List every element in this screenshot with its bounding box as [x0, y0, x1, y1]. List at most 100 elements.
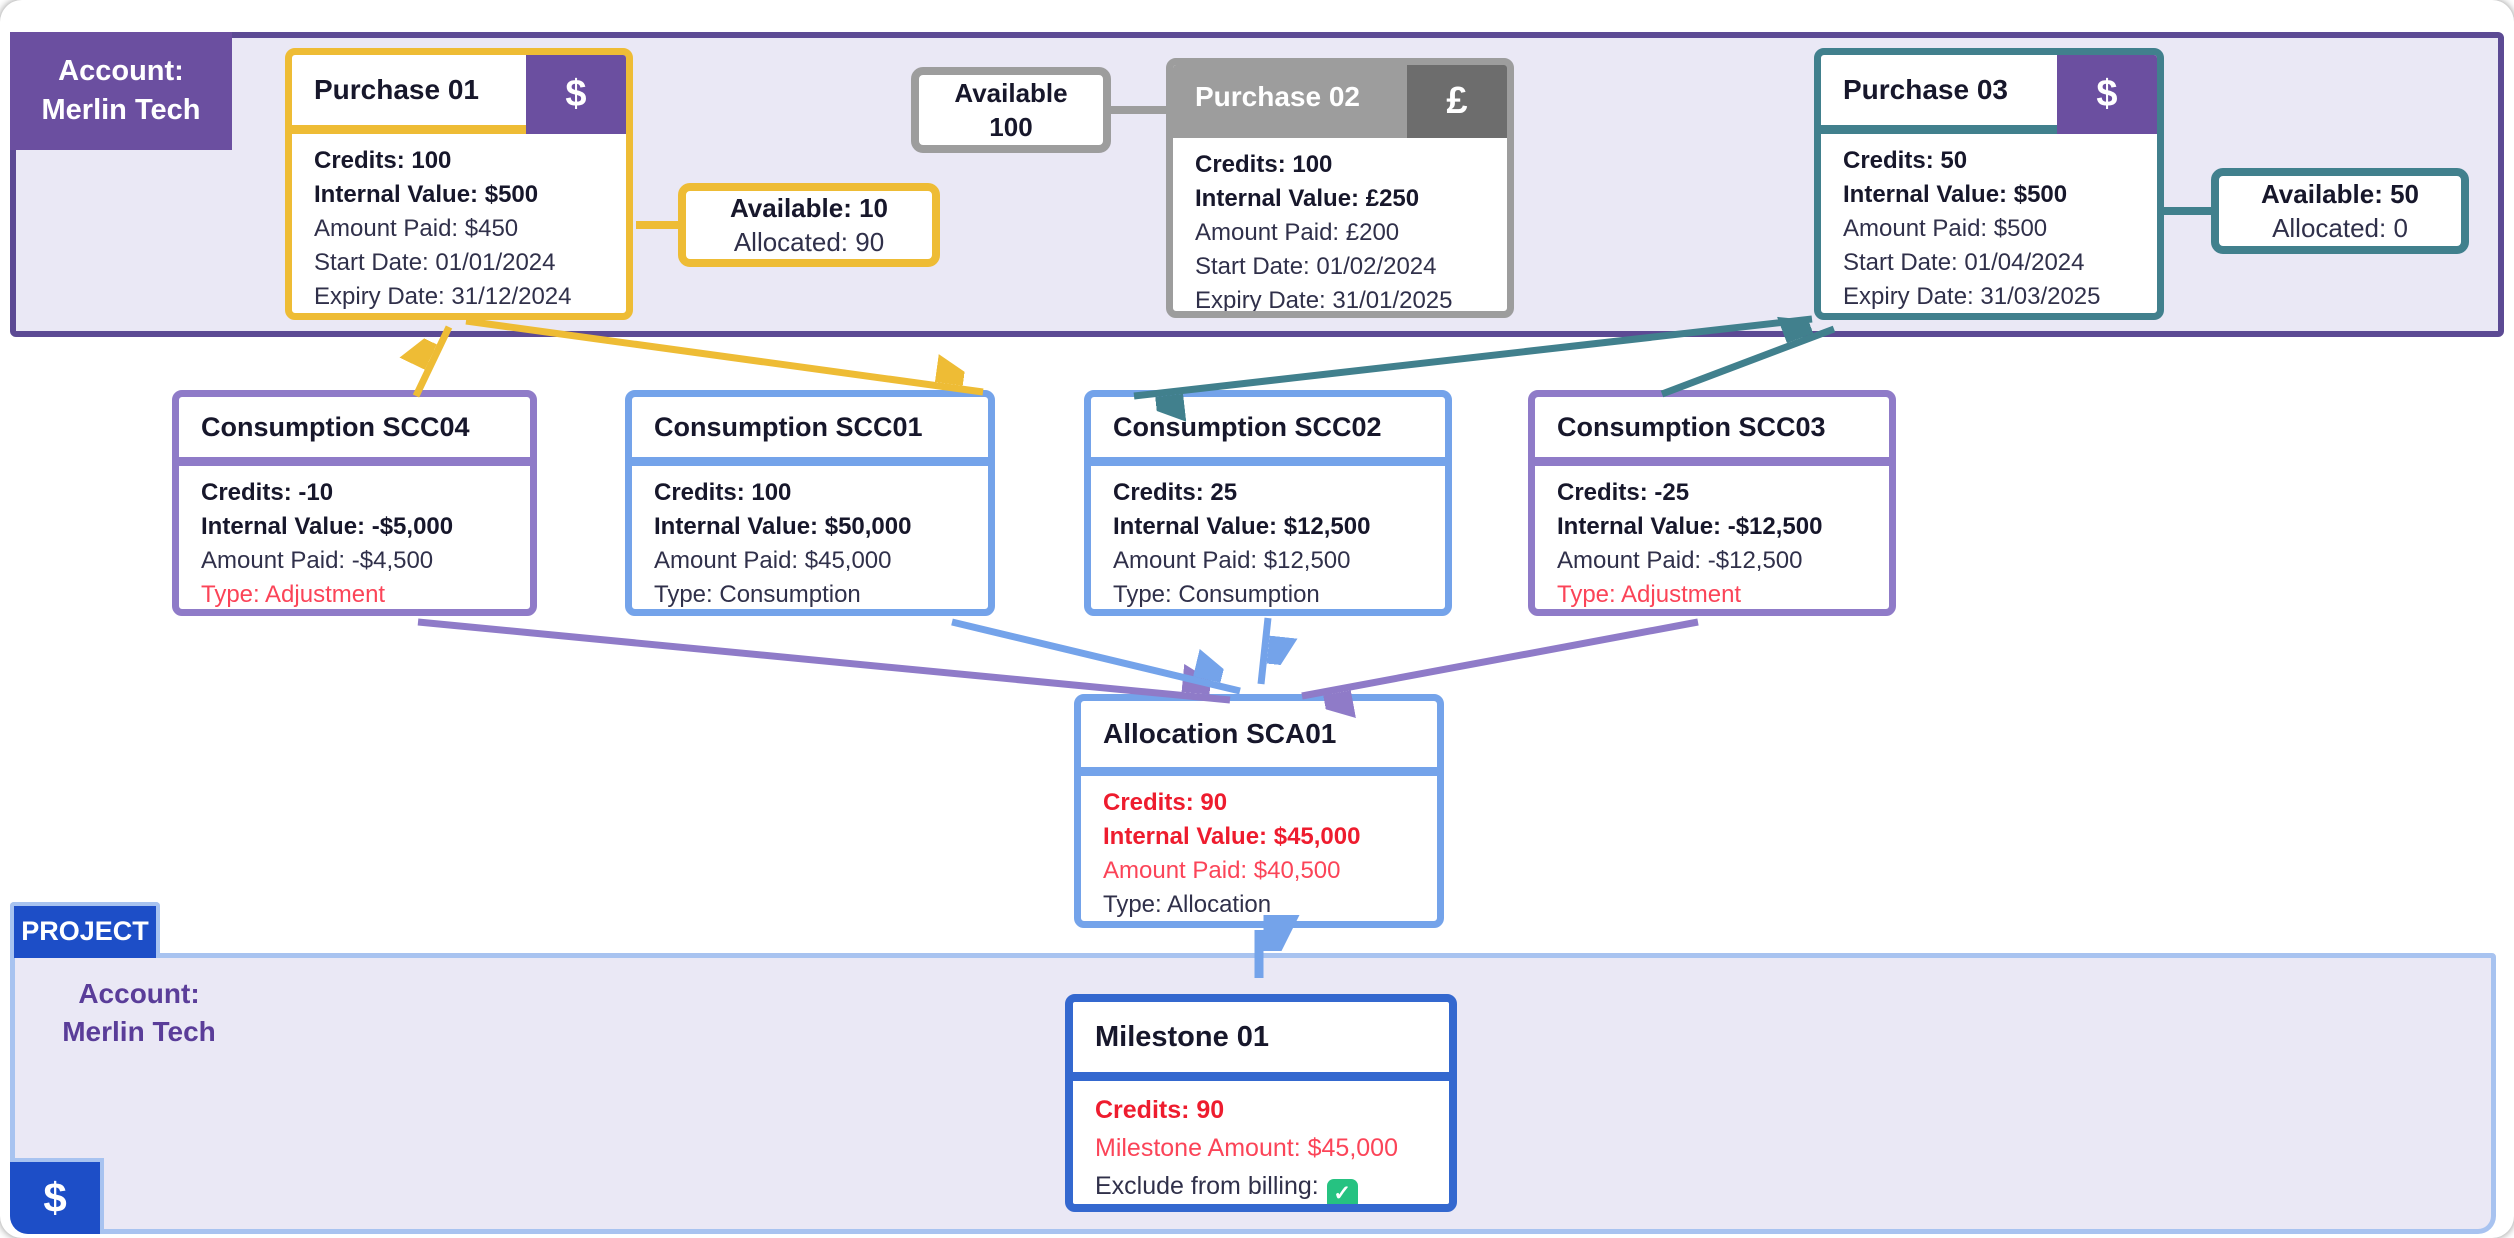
pound-icon: £ — [1407, 65, 1507, 138]
arrow-scc03-to-allocation — [1301, 618, 1699, 696]
milestone-amount-line: Milestone Amount: $45,000 — [1095, 1134, 1398, 1162]
credits-line: Credits: -25 — [1557, 479, 1690, 506]
allocation-sca01-header: Allocation SCA01 — [1081, 701, 1437, 767]
expiry-date-line: Expiry Date: 31/01/2025 — [1195, 287, 1453, 314]
consumption-scc02-details: Credits: 25 Internal Value: $12,500 Amou… — [1091, 466, 1445, 609]
expiry-date-line: Expiry Date: 31/03/2025 — [1843, 283, 2101, 310]
type-line: Type: Adjustment — [201, 581, 386, 608]
milestone-01-details: Credits: 90 Milestone Amount: $45,000 Ex… — [1073, 1081, 1449, 1204]
arrow-scc03-to-purchase03 — [1660, 329, 1836, 398]
internal-value-line: Internal Value: £250 — [1195, 185, 1420, 212]
arrow-scc01-to-allocation — [951, 618, 1241, 695]
divider — [1821, 125, 2157, 134]
consumption-scc03-title: Consumption SCC03 — [1557, 411, 1826, 442]
project-account-line1: Account: — [78, 978, 200, 1009]
purchase-01-details: Credits: 100 Internal Value: $500 Amount… — [292, 134, 626, 313]
allocation-sca01-details: Credits: 90 Internal Value: $45,000 Amou… — [1081, 776, 1437, 921]
credits-line: Credits: 100 — [1195, 151, 1333, 178]
account-label-line2: Merlin Tech — [41, 94, 201, 126]
credits-line: Credits: 90 — [1095, 1096, 1225, 1124]
internal-value-line: Internal Value: $50,000 — [654, 513, 912, 540]
purchase-02-title: Purchase 02 — [1195, 81, 1360, 112]
check-icon: ✓ — [1333, 1182, 1352, 1205]
project-tab: PROJECT — [10, 902, 160, 958]
amount-paid-line: Amount Paid: -$12,500 — [1557, 547, 1803, 574]
divider — [1173, 129, 1507, 138]
consumption-scc03-card: Consumption SCC03 Credits: -25 Internal … — [1528, 390, 1896, 616]
amount-paid-line: Amount Paid: $40,500 — [1103, 857, 1341, 884]
milestone-01-card: Milestone 01 Credits: 90 Milestone Amoun… — [1065, 994, 1457, 1212]
project-account-label: Account: Merlin Tech — [14, 975, 264, 1051]
exclude-billing-label: Exclude from billing: — [1095, 1172, 1319, 1200]
purchase-03-details: Credits: 50 Internal Value: $500 Amount … — [1821, 134, 2157, 313]
divider — [1081, 767, 1437, 776]
consumption-scc01-title: Consumption SCC01 — [654, 411, 923, 442]
arrow-scc04-to-allocation — [417, 618, 1231, 704]
consumption-scc01-card: Consumption SCC01 Credits: 100 Internal … — [625, 390, 995, 616]
credits-line: Credits: 100 — [654, 479, 792, 506]
consumption-scc03-header: Consumption SCC03 — [1535, 397, 1889, 457]
start-date-line: Start Date: 01/01/2024 — [314, 249, 556, 276]
consumption-scc02-header: Consumption SCC02 — [1091, 397, 1445, 457]
internal-value-line: Internal Value: $500 — [314, 181, 539, 208]
internal-value-line: Internal Value: -$5,000 — [201, 513, 454, 540]
purchase-02-card: Purchase 02 £ Credits: 100 Internal Valu… — [1166, 58, 1514, 318]
amount-paid-line: Amount Paid: £200 — [1195, 219, 1400, 246]
start-date-line: Start Date: 01/04/2024 — [1843, 249, 2085, 276]
amount-paid-line: Amount Paid: $450 — [314, 215, 519, 242]
divider — [1091, 457, 1445, 466]
type-line: Type: Consumption — [1113, 581, 1320, 608]
amount-paid-line: Amount Paid: $12,500 — [1113, 547, 1351, 574]
internal-value-line: Internal Value: $500 — [1843, 181, 2068, 208]
purchase-03-header: Purchase 03 $ — [1821, 55, 2157, 134]
credits-line: Credits: 50 — [1843, 147, 1968, 174]
arrow-scc04-to-purchase01 — [416, 325, 453, 398]
divider — [292, 125, 626, 134]
allocated-line: Allocated: 90 — [733, 227, 885, 257]
available-line: Available: 50 — [2260, 179, 2419, 209]
divider — [1535, 457, 1889, 466]
divider — [632, 457, 988, 466]
milestone-01-title: Milestone 01 — [1095, 1020, 1270, 1053]
currency-corner-badge: $ — [10, 1158, 104, 1234]
dollar-icon: $ — [43, 1174, 67, 1221]
amount-paid-line: Amount Paid: $500 — [1843, 215, 2048, 242]
credits-line: Credits: -10 — [201, 479, 334, 506]
credits-line: Credits: 25 — [1113, 479, 1238, 506]
consumption-scc01-header: Consumption SCC01 — [632, 397, 988, 457]
type-line: Type: Consumption — [654, 581, 861, 608]
internal-value-line: Internal Value: -$12,500 — [1557, 513, 1823, 540]
amount-paid-line: Amount Paid: $45,000 — [654, 547, 892, 574]
consumption-scc04-card: Consumption SCC04 Credits: -10 Internal … — [172, 390, 537, 616]
purchase-03-card: Purchase 03 $ Credits: 50 Internal Value… — [1814, 48, 2164, 320]
internal-value-line: Internal Value: $12,500 — [1113, 513, 1371, 540]
divider — [1073, 1072, 1449, 1081]
allocated-line: Allocated: 0 — [2272, 213, 2408, 243]
purchase-02-availability-note: Available 100 — [911, 67, 1111, 153]
consumption-scc02-card: Consumption SCC02 Credits: 25 Internal V… — [1084, 390, 1452, 616]
divider — [179, 457, 530, 466]
start-date-line: Start Date: 01/02/2024 — [1195, 253, 1437, 280]
purchase-01-availability-note: Available: 10 Allocated: 90 — [678, 183, 940, 267]
expiry-date-line: Expiry Date: 31/12/2024 — [314, 283, 572, 310]
type-line: Type: Adjustment — [1557, 581, 1742, 608]
available-line: Available — [954, 78, 1068, 108]
consumption-scc02-title: Consumption SCC02 — [1113, 411, 1382, 442]
consumption-scc03-details: Credits: -25 Internal Value: -$12,500 Am… — [1535, 466, 1889, 609]
account-label: Account: Merlin Tech — [10, 32, 232, 150]
milestone-01-header: Milestone 01 — [1073, 1002, 1449, 1072]
consumption-scc01-details: Credits: 100 Internal Value: $50,000 Amo… — [632, 466, 988, 609]
consumption-scc04-header: Consumption SCC04 — [179, 397, 530, 457]
purchase-01-title: Purchase 01 — [314, 74, 479, 105]
internal-value-line: Internal Value: $45,000 — [1103, 823, 1361, 850]
purchase-01-header: Purchase 01 $ — [292, 55, 626, 134]
dollar-icon: $ — [526, 55, 626, 134]
checked-checkbox: ✓ — [1326, 1178, 1358, 1204]
amount-paid-line: Amount Paid: -$4,500 — [201, 547, 434, 574]
allocation-sca01-title: Allocation SCA01 — [1103, 718, 1337, 749]
allocation-sca01-card: Allocation SCA01 Credits: 90 Internal Va… — [1074, 694, 1444, 928]
dollar-icon: $ — [2057, 55, 2157, 134]
consumption-scc04-details: Credits: -10 Internal Value: -$5,000 Amo… — [179, 466, 530, 609]
type-line: Type: Allocation — [1103, 891, 1272, 918]
purchase-03-title: Purchase 03 — [1843, 74, 2008, 105]
